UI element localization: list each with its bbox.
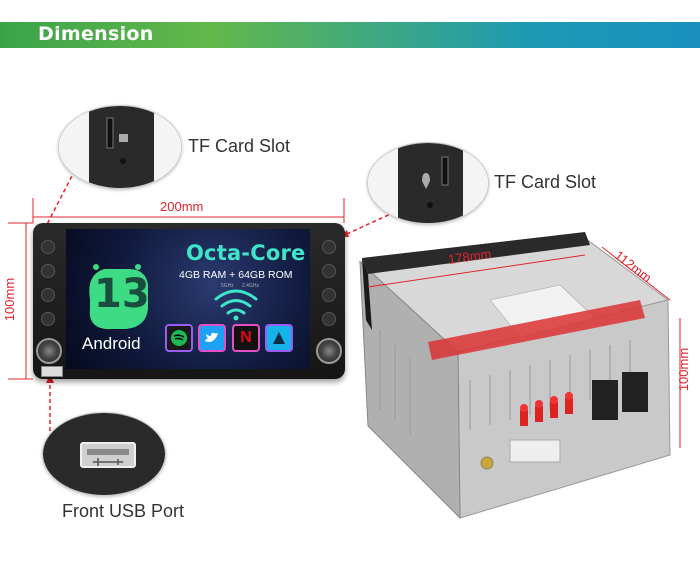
usb-port-callout — [42, 412, 166, 496]
twitter-icon[interactable] — [198, 324, 226, 352]
tune-knob[interactable] — [316, 338, 342, 364]
phone-button[interactable] — [322, 312, 336, 326]
netflix-icon[interactable]: N — [232, 324, 260, 352]
front-width-label: 200mm — [160, 199, 204, 214]
home-button[interactable] — [41, 240, 55, 254]
freq-5ghz: 5GHz — [221, 283, 234, 289]
sd-card-icon — [119, 134, 128, 142]
header-banner: Dimension — [0, 22, 700, 48]
android-13-logo — [89, 264, 258, 329]
kodi-icon[interactable] — [265, 324, 293, 352]
back-button[interactable] — [322, 240, 336, 254]
nav-button[interactable] — [322, 288, 336, 302]
tf-slot-left-callout — [58, 105, 182, 189]
usb-slot-front — [41, 366, 63, 377]
front-height-label: 100mm — [2, 277, 18, 322]
tf-slot-right-callout — [367, 142, 489, 224]
mute-button[interactable] — [41, 312, 55, 326]
mode-button[interactable] — [41, 288, 55, 302]
freq-24ghz: 2.4GHz — [242, 283, 259, 289]
tf-slot-left-label: TF Card Slot — [188, 136, 291, 156]
banner-title: Dimension — [38, 23, 154, 45]
usb-port-label: Front USB Port — [62, 501, 185, 521]
usb-icon — [93, 458, 123, 466]
wifi-icon — [214, 289, 258, 315]
power-button[interactable] — [41, 264, 55, 278]
volume-knob[interactable] — [36, 338, 62, 364]
back-unit — [358, 232, 671, 520]
spotify-icon[interactable] — [165, 324, 193, 352]
octa-core-headline: Octa-Core — [186, 241, 306, 265]
head-unit-screen: 13 Android Octa-Core 4GB RAM + 64GB ROM … — [66, 229, 310, 369]
location-pin-icon — [422, 173, 430, 189]
tf-slot-right-label: TF Card Slot — [494, 172, 597, 192]
memory-spec: 4GB RAM + 64GB ROM — [179, 269, 293, 281]
android-version: 13 — [94, 271, 150, 317]
back-height-label: 100mm — [676, 347, 692, 392]
radio-button[interactable] — [322, 264, 336, 278]
android-label: Android — [82, 334, 141, 353]
